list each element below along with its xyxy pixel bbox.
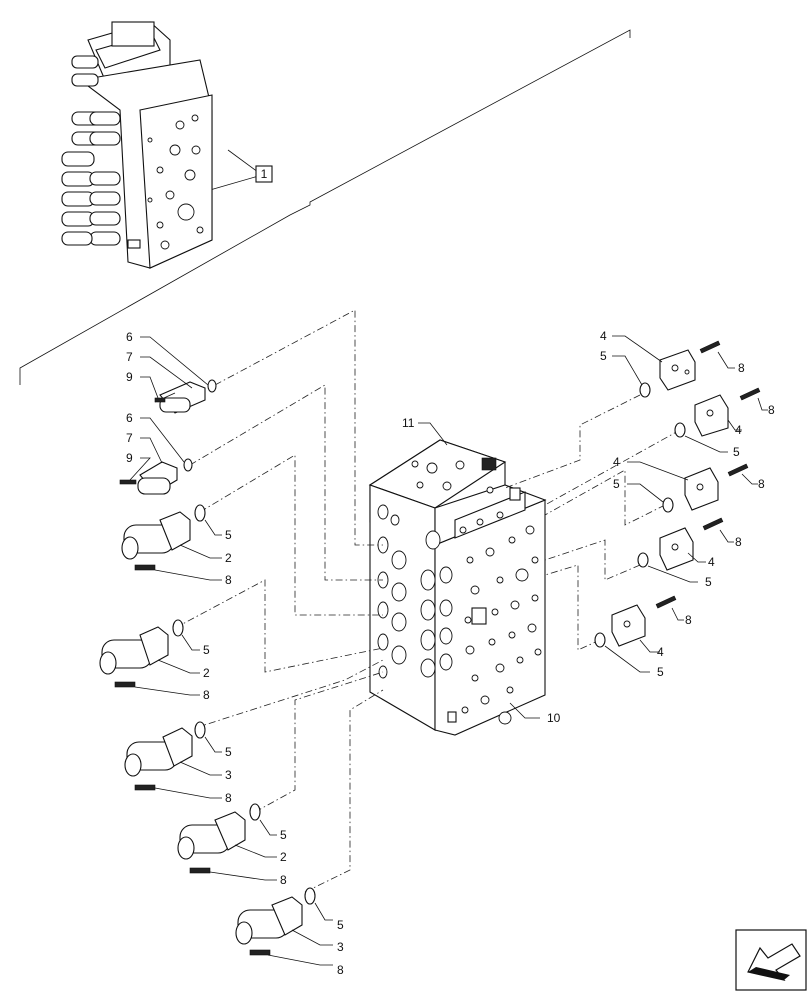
callout-5-c1: 5: [600, 349, 607, 363]
solenoid-2: 5 2 8: [99, 619, 210, 702]
plug-group-upper: 6 7 9: [126, 330, 217, 414]
callout-3-s5: 3: [337, 940, 344, 954]
callout-4-c2: 4: [735, 423, 742, 437]
callout-5-c2: 5: [733, 445, 740, 459]
solenoid-3: 5 3 8: [124, 721, 232, 805]
callout-8-s4: 8: [280, 873, 287, 887]
cover-4: 4 5 8: [637, 517, 742, 589]
valve-block: 11 10: [368, 416, 561, 736]
overview-ports: [127, 114, 204, 250]
arrow-icon[interactable]: [735, 929, 807, 991]
callout-7-lower: 7: [126, 431, 133, 445]
callout-4-c4: 4: [708, 555, 715, 569]
callout-4-c1: 4: [600, 329, 607, 343]
callout-6-lower: 6: [126, 411, 133, 425]
callout-8-c5: 8: [685, 613, 692, 627]
callout-9-upper: 9: [126, 370, 133, 384]
callout-5-s1: 5: [225, 528, 232, 542]
solenoid-4: 5 2 8: [177, 803, 287, 887]
callout-5-s3: 5: [225, 745, 232, 759]
callout-8-s1: 8: [225, 573, 232, 587]
callout-3-s3: 3: [225, 768, 232, 782]
cover-1: 4 5 8: [600, 329, 745, 398]
callout-8-s2: 8: [203, 688, 210, 702]
callout-6-upper: 6: [126, 330, 133, 344]
callout-7-upper: 7: [126, 350, 133, 364]
callout-8-s3: 8: [225, 791, 232, 805]
callout-8-s5: 8: [337, 963, 344, 977]
cover-2: 4 5 8: [674, 387, 775, 459]
solenoid-1: 5 2 8: [121, 504, 232, 587]
callout-5-c4: 5: [705, 575, 712, 589]
solenoid-5: 5 3 8: [235, 887, 344, 977]
callout-8-c3: 8: [758, 477, 765, 491]
cover-3: 4 5 8: [613, 455, 765, 513]
callout-4-c5: 4: [657, 645, 664, 659]
callout-2-s2: 2: [203, 666, 210, 680]
callout-11: 11: [402, 416, 415, 430]
callout-8-c2: 8: [768, 403, 775, 417]
right-face-ports: [420, 525, 542, 725]
callout-2-s4: 2: [280, 850, 287, 864]
assembly-overview: 1: [19, 21, 631, 385]
callout-5-c3: 5: [613, 477, 620, 491]
assembly-lines: [174, 309, 681, 893]
callout-1: 1: [261, 167, 268, 181]
callout-9-lower: 9: [126, 451, 133, 465]
callout-5-s4: 5: [280, 828, 287, 842]
plug-group-lower: 6 7 9: [119, 411, 193, 495]
callout-10: 10: [547, 711, 561, 725]
callout-5-c5: 5: [657, 665, 664, 679]
cover-5: 4 5 8: [594, 595, 692, 679]
overview-solenoids: [61, 55, 121, 246]
assembly-ref-box[interactable]: [255, 165, 273, 183]
callout-8-c1: 8: [738, 361, 745, 375]
callout-4-c3: 4: [613, 455, 620, 469]
callout-8-c4: 8: [735, 535, 742, 549]
callout-5-s5: 5: [337, 918, 344, 932]
callout-5-s2: 5: [203, 643, 210, 657]
callout-2-s1: 2: [225, 551, 232, 565]
